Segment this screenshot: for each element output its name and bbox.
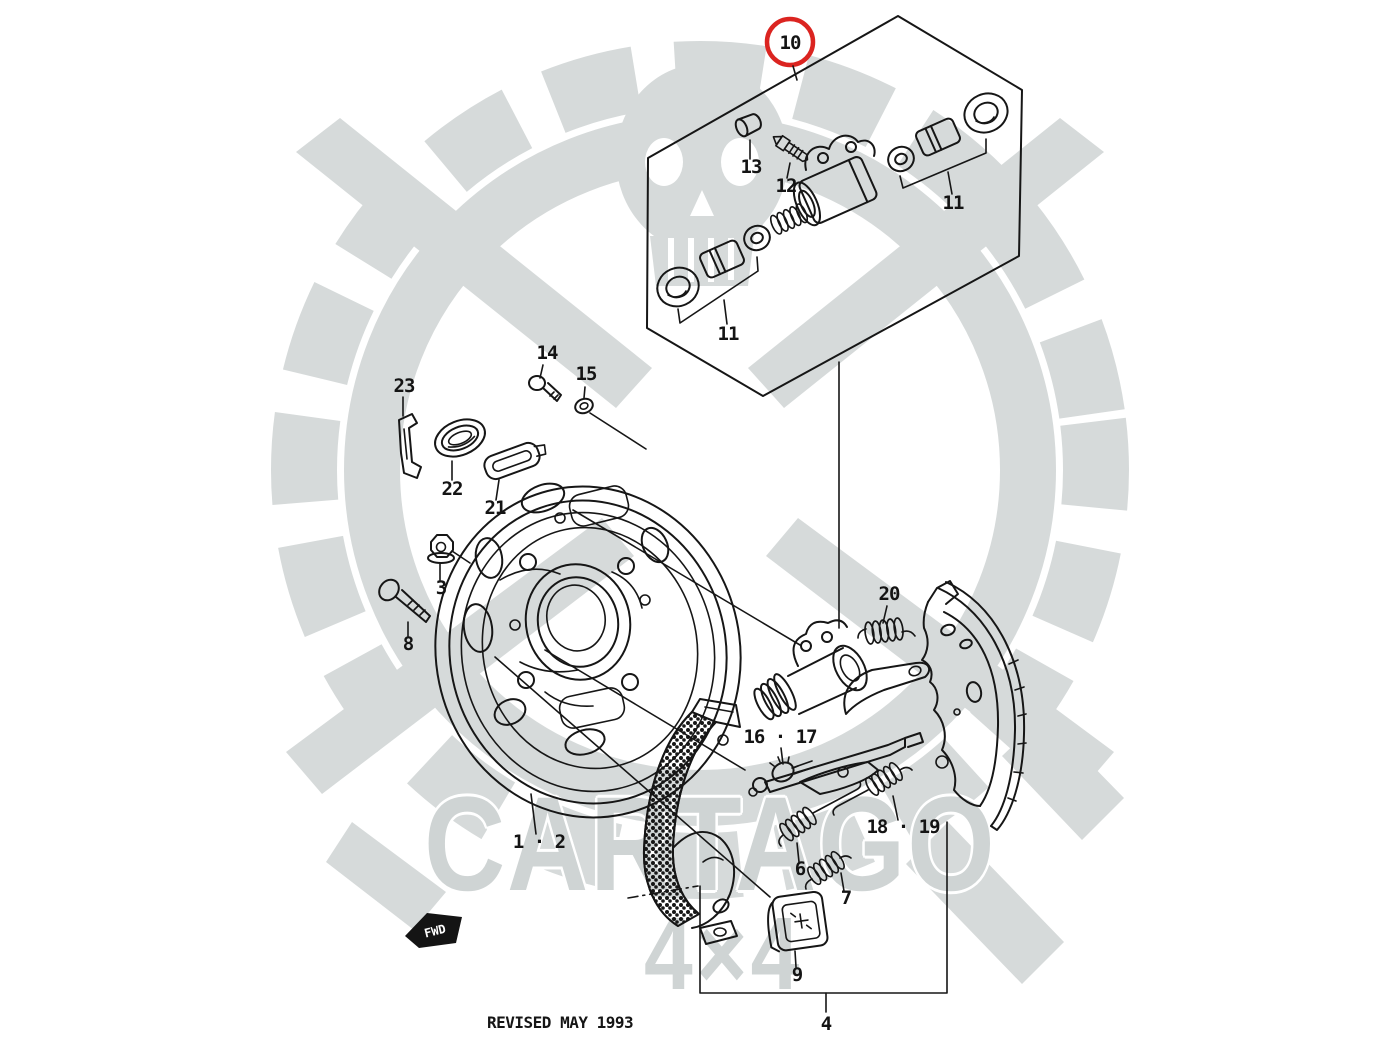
callout-20: 20 (879, 583, 900, 605)
shoe-return-spring-lower (832, 759, 913, 816)
bleeder-cap (734, 113, 762, 138)
leader-lines (402, 65, 987, 968)
callout-13: 13 (741, 156, 762, 178)
callout-7: 7 (841, 887, 852, 909)
callout-6: 6 (795, 858, 806, 880)
callout-10: 10 (780, 32, 801, 54)
callout-16-17: 16 · 17 (743, 726, 817, 748)
callout-9: 9 (792, 964, 803, 986)
cylinder-kit-left (656, 201, 811, 308)
plate-bolt (378, 578, 431, 623)
callout-8: 8 (403, 633, 414, 655)
backing-plate (434, 482, 742, 819)
revision-note: REVISED MAY 1993 (487, 1013, 634, 1032)
callout-11-left: 11 (718, 323, 739, 345)
callout-23: 23 (394, 375, 415, 397)
shoe-rim-hatch (1007, 659, 1027, 802)
fwd-direction-badge: FWD (405, 913, 462, 948)
wheel-cylinder-assembled (753, 619, 868, 721)
callout-3: 3 (436, 577, 447, 599)
brake-shoe-left (642, 698, 741, 945)
park-cable-clip (398, 413, 422, 479)
callout-1-2: 1 · 2 (513, 831, 565, 853)
brake-shoe-right (921, 580, 1027, 831)
callout-14: 14 (537, 342, 558, 364)
mount-bolt (528, 375, 562, 402)
callout-18-19: 18 · 19 (866, 816, 940, 838)
adjuster-hole-plug (767, 890, 829, 953)
shoe-return-spring-upper (857, 616, 916, 646)
adjuster-spring (776, 781, 862, 847)
hub-nut (427, 534, 455, 564)
fwd-label: FWD (423, 922, 447, 941)
wheel-cylinder-body-exploded (792, 134, 878, 227)
callout-4: 4 (821, 1013, 832, 1035)
highlight-circle-part10 (764, 16, 816, 68)
mount-nut (574, 397, 594, 415)
callout-labels: 10 13 12 11 11 14 15 23 22 21 3 8 1 · 2 … (394, 32, 965, 1035)
hold-down-spring (804, 848, 852, 890)
callout-11-right: 11 (943, 192, 964, 214)
hole-cover-plug (483, 441, 547, 481)
adjuster-lever-assembly (748, 661, 931, 797)
bleeder-screw (772, 134, 809, 163)
plug-grommet (434, 418, 486, 458)
callout-21: 21 (485, 497, 506, 519)
watermark-skull (616, 64, 788, 286)
callout-12: 12 (776, 175, 797, 197)
adjuster-star-wheel (769, 756, 815, 783)
cylinder-kit-right (887, 92, 1009, 173)
kit-box-outline (646, 15, 1023, 397)
callout-15: 15 (576, 363, 597, 385)
group-bracket-4 (627, 821, 948, 1013)
callout-22: 22 (442, 478, 463, 500)
